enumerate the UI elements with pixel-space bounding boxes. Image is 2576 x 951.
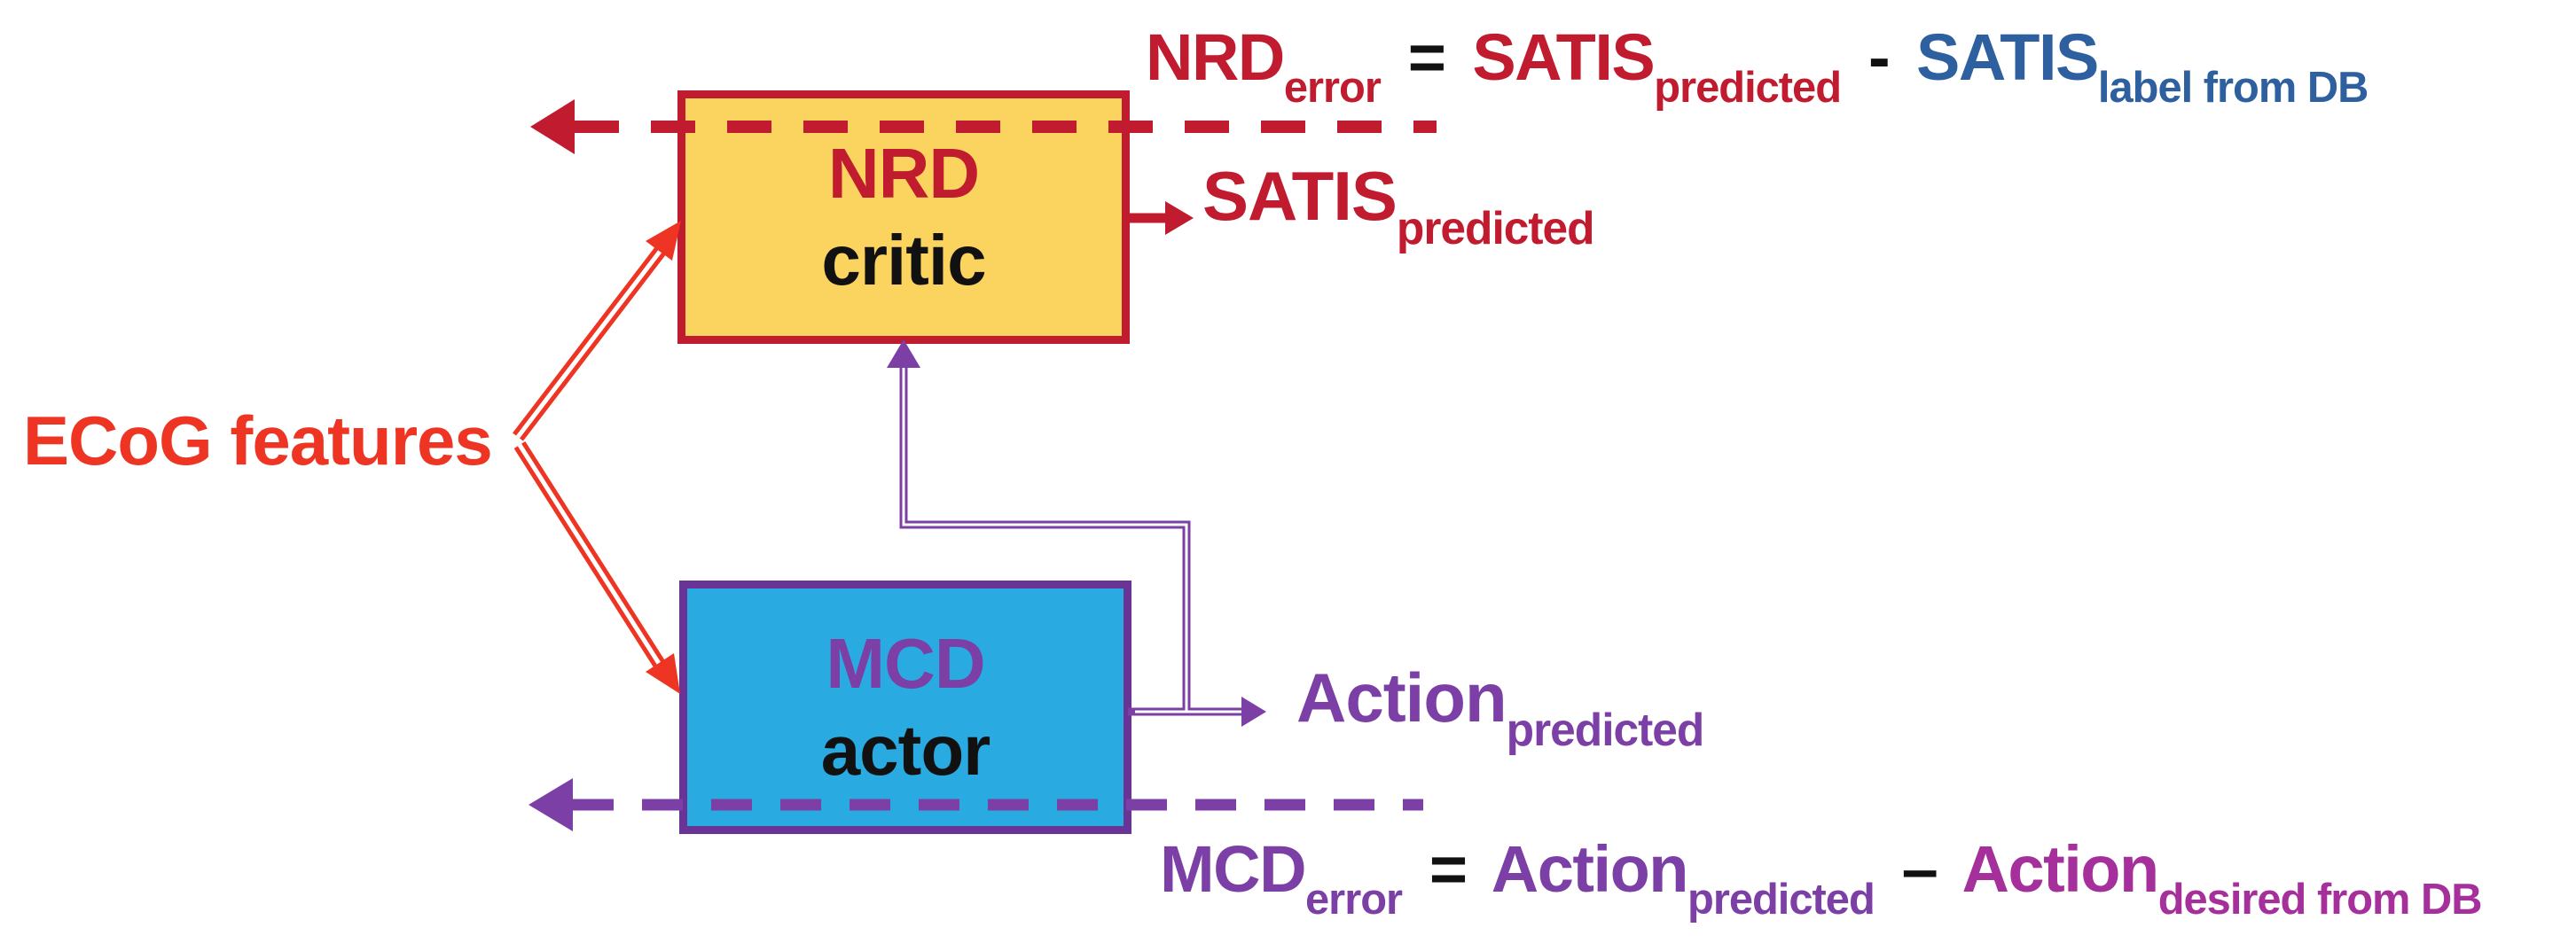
double-line-gap [516, 246, 664, 439]
ecog-to-mcd-arrow [513, 440, 680, 694]
mcd-box-title: MCD [826, 624, 985, 703]
action-predicted-main: Action [1296, 659, 1507, 737]
purple-right-arrowhead-icon [1241, 697, 1266, 727]
action-predicted-subscript: predicted [1506, 703, 1705, 755]
double-line [513, 244, 668, 441]
nrd-error-term: NRDerror [1146, 20, 1382, 113]
purple-left-arrowhead-icon [529, 778, 573, 831]
equals-sign: = [1429, 832, 1468, 906]
red-right-arrowhead-icon [1165, 201, 1194, 235]
satis-predicted-main: SATIS [1202, 157, 1398, 235]
red-left-arrowhead-icon [530, 99, 575, 154]
nrd-box-subtitle: critic [821, 221, 986, 300]
minus-sign: - [1867, 20, 1891, 94]
action-predicted-term: Actionpredicted [1491, 832, 1875, 924]
mcd-error-term: MCDerror [1160, 832, 1403, 924]
red-up-right-arrowhead-icon [646, 221, 681, 261]
action-desired-from-db-term: Actiondesired from DB [1961, 832, 2482, 924]
satis-output-arrow [1129, 201, 1194, 235]
mcd-actor-box: MCD actor [679, 581, 1131, 834]
mcd-box-subtitle: actor [820, 711, 991, 790]
ecog-features-label: ECoG features [23, 401, 493, 479]
satis-predicted-label: SATISpredicted [1202, 161, 1595, 251]
double-line [513, 440, 666, 669]
nrd-box-title: NRD [827, 134, 980, 213]
mcd-error-formula: MCDerror = Actionpredicted – Actiondesir… [1160, 837, 2483, 922]
minus-sign: – [1901, 832, 1938, 906]
double-line-gap [517, 443, 662, 666]
satis-predicted-subscript: predicted [1396, 201, 1595, 253]
nrd-error-formula: NRDerror = SATISpredicted - SATISlabel f… [1146, 25, 2369, 110]
equals-sign: = [1407, 20, 1446, 94]
ecog-to-nrd-arrow [513, 221, 681, 441]
red-down-right-arrowhead-icon [646, 653, 680, 694]
satis-label-from-db-term: SATISlabel from DB [1915, 20, 2369, 113]
satis-predicted-term: SATISpredicted [1472, 20, 1842, 113]
action-predicted-label: Actionpredicted [1296, 663, 1704, 752]
nrd-critic-box: NRD critic [677, 90, 1130, 344]
